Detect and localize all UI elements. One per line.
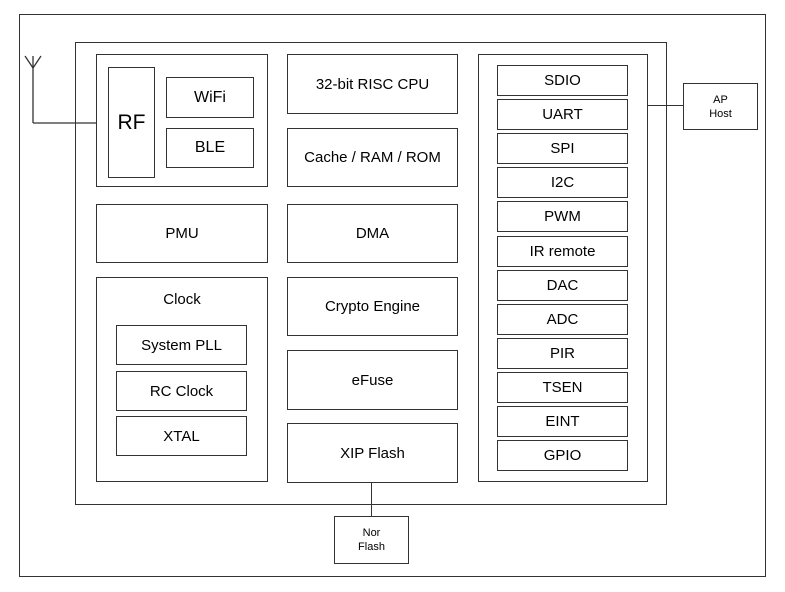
peripheral-label: TSEN bbox=[542, 379, 583, 396]
crypto-engine-label: Crypto Engine bbox=[324, 298, 421, 315]
peripheral-label: PWM bbox=[544, 208, 581, 225]
xtal-label: XTAL bbox=[163, 427, 200, 445]
peripheral-label: EINT bbox=[545, 413, 580, 430]
peripheral-label: IR remote bbox=[529, 243, 596, 260]
ap-host-connector bbox=[648, 105, 683, 107]
peripheral-eint: EINT bbox=[497, 406, 628, 437]
ble-module: BLE bbox=[166, 128, 254, 168]
peripheral-dac: DAC bbox=[497, 270, 628, 301]
xip-flash-label: XIP Flash bbox=[340, 444, 405, 462]
ap-host-block: AP Host bbox=[683, 83, 758, 130]
peripheral-spi: SPI bbox=[497, 133, 628, 164]
peripheral-label: I2C bbox=[550, 174, 575, 191]
nor-flash-block: Nor Flash bbox=[334, 516, 409, 564]
peripheral-tsen: TSEN bbox=[497, 372, 628, 403]
peripheral-uart: UART bbox=[497, 99, 628, 130]
nor-flash-connector bbox=[371, 483, 373, 516]
xip-flash-block: XIP Flash bbox=[287, 423, 458, 483]
peripheral-pwm: PWM bbox=[497, 201, 628, 232]
pmu-block: PMU bbox=[96, 204, 268, 263]
peripheral-label: UART bbox=[542, 106, 583, 123]
peripheral-label: ADC bbox=[546, 311, 579, 328]
ap-host-label-line1: AP bbox=[713, 93, 728, 106]
xtal-block: XTAL bbox=[116, 416, 247, 456]
efuse-label: eFuse bbox=[351, 371, 394, 389]
memory-block: Cache / RAM / ROM bbox=[287, 128, 458, 187]
rf-module: RF bbox=[108, 67, 155, 178]
peripheral-i2c: I2C bbox=[497, 167, 628, 198]
rc-clock-label: RC Clock bbox=[149, 382, 214, 400]
efuse-block: eFuse bbox=[287, 350, 458, 410]
peripheral-label: SDIO bbox=[544, 72, 581, 89]
crypto-engine-block: Crypto Engine bbox=[287, 277, 458, 336]
ble-label: BLE bbox=[194, 139, 226, 156]
peripheral-ir-remote: IR remote bbox=[497, 236, 628, 267]
peripheral-label: GPIO bbox=[543, 447, 582, 464]
peripheral-label: PIR bbox=[549, 345, 575, 362]
dma-label: DMA bbox=[355, 225, 390, 242]
peripheral-label: DAC bbox=[546, 277, 579, 294]
nor-flash-label-line1: Nor bbox=[362, 527, 381, 539]
ap-host-label-line2: Host bbox=[709, 107, 732, 120]
system-pll-label: System PLL bbox=[141, 336, 222, 354]
dma-block: DMA bbox=[287, 204, 458, 263]
rc-clock-block: RC Clock bbox=[116, 371, 247, 411]
wifi-label: WiFi bbox=[194, 88, 226, 106]
nor-flash-label-line2: Flash bbox=[358, 541, 385, 553]
clock-title: Clock bbox=[163, 291, 201, 308]
peripheral-adc: ADC bbox=[497, 304, 628, 335]
memory-label: Cache / RAM / ROM bbox=[304, 149, 441, 166]
wifi-module: WiFi bbox=[166, 77, 254, 118]
peripheral-sdio: SDIO bbox=[497, 65, 628, 96]
peripheral-pir: PIR bbox=[497, 338, 628, 369]
peripheral-label: SPI bbox=[550, 140, 575, 157]
cpu-block: 32-bit RISC CPU bbox=[287, 54, 458, 114]
peripheral-gpio: GPIO bbox=[497, 440, 628, 471]
cpu-label: 32-bit RISC CPU bbox=[315, 75, 430, 93]
system-pll-block: System PLL bbox=[116, 325, 247, 365]
pmu-label: PMU bbox=[165, 225, 199, 242]
rf-label: RF bbox=[117, 110, 146, 134]
